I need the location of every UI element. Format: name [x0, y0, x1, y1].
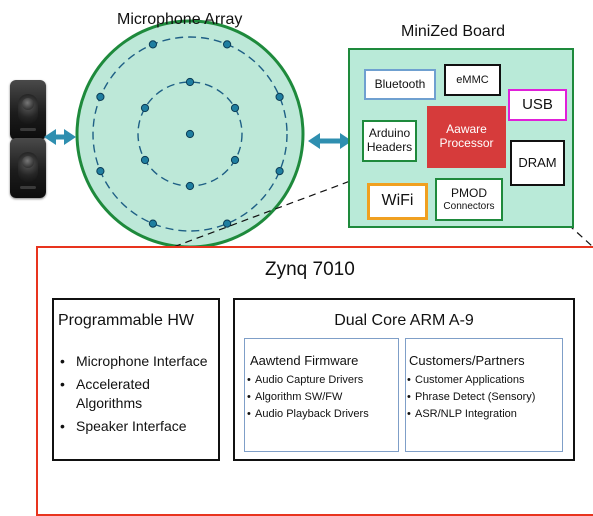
microphone-dot-icon	[185, 129, 195, 139]
microphone-dot-icon	[148, 40, 157, 49]
customers-box: Customers/Partners Customer Applications…	[405, 338, 563, 452]
microphone-dot-icon	[275, 167, 284, 176]
microphone-dot-icon	[223, 219, 232, 228]
mic-array-title: Microphone Array	[117, 11, 243, 28]
arm-title: Dual Core ARM A-9	[334, 312, 474, 329]
firmware-title: Aawtend Firmware	[250, 353, 359, 368]
connectors-label: Connectors	[443, 200, 495, 212]
microphone-dot-icon	[230, 103, 240, 113]
list-item: Microphone Interface	[54, 352, 218, 371]
firmware-box: Aawtend Firmware Audio Capture Drivers A…	[244, 338, 399, 452]
firmware-list: Audio Capture Drivers Algorithm SW/FW Au…	[246, 372, 369, 423]
list-item: Phrase Detect (Sensory)	[406, 389, 535, 406]
double-arrow-icon	[44, 129, 76, 145]
speaker-icon	[10, 80, 46, 140]
zoom-line	[505, 167, 593, 247]
microphone-dot-icon	[96, 92, 105, 102]
microphone-dot-icon	[140, 103, 150, 113]
dram-block: DRAM	[510, 140, 565, 186]
programmable-hw-title: Programmable HW	[58, 312, 195, 329]
aaware-processor-block: Aaware Processor	[427, 106, 506, 168]
usb-block: USB	[508, 89, 567, 121]
list-item: ASR/NLP Integration	[406, 406, 535, 423]
microphone-dot-icon	[223, 40, 232, 49]
list-item: Audio Playback Drivers	[246, 406, 369, 423]
microphone-dot-icon	[96, 167, 105, 176]
wifi-block: WiFi	[367, 183, 428, 220]
list-item: Audio Capture Drivers	[246, 372, 369, 389]
list-item: Customer Applications	[406, 372, 535, 389]
emmc-block: eMMC	[444, 64, 501, 96]
microphone-dot-icon	[140, 155, 150, 165]
pmod-connectors-block: PMOD Connectors	[435, 178, 503, 221]
arduino-headers-block: Arduino Headers	[362, 120, 417, 162]
programmable-hw-list: Microphone Interface Accelerated Algorit…	[54, 352, 218, 436]
zynq-title: Zynq 7010	[265, 259, 355, 280]
programmable-hw-box: Programmable HW Microphone Interface Acc…	[52, 298, 220, 461]
list-item: Algorithm SW/FW	[246, 389, 369, 406]
microphone-dot-icon	[275, 92, 284, 102]
arm-box: Dual Core ARM A-9 Aawtend Firmware Audio…	[233, 298, 575, 461]
double-arrow-icon	[308, 133, 352, 149]
microphone-dot-icon	[185, 181, 195, 191]
bluetooth-block: Bluetooth	[364, 69, 436, 100]
pmod-label: PMOD	[451, 185, 487, 200]
microphone-array	[75, 19, 305, 249]
microphone-dot-icon	[148, 219, 157, 228]
list-item: Speaker Interface	[54, 417, 218, 436]
customers-title: Customers/Partners	[409, 353, 525, 368]
speaker-icon	[10, 138, 46, 198]
list-item: Accelerated Algorithms	[54, 375, 218, 413]
microphone-dot-icon	[185, 77, 195, 87]
board-title: MiniZed Board	[401, 23, 506, 40]
customers-list: Customer Applications Phrase Detect (Sen…	[406, 372, 535, 423]
microphone-dot-icon	[230, 155, 240, 165]
